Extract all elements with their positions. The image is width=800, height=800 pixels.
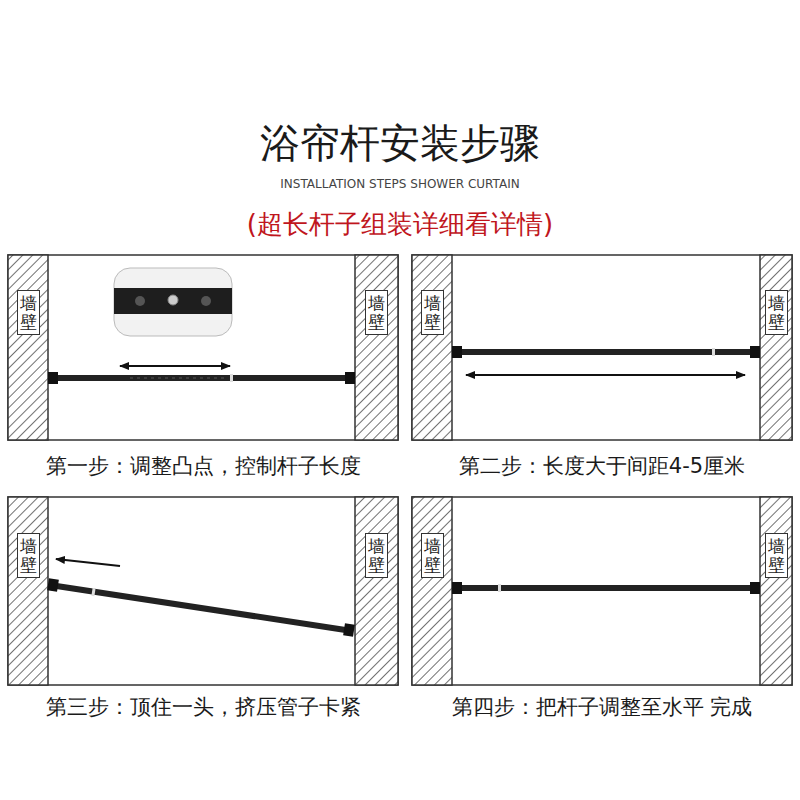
wall-text: 墙壁 [424,537,441,574]
wall-label: 墙壁 [765,290,788,335]
wall-text: 墙壁 [768,294,785,331]
step-caption: 第三步：顶住一头，挤压管子卡紧 [46,693,361,721]
detail-inset [114,268,232,336]
wall-label: 墙壁 [365,533,388,578]
rod [47,578,355,636]
push-arrow [56,559,120,566]
wall-text: 墙壁 [20,294,37,331]
wall-label: 墙壁 [765,533,788,578]
wall-text: 墙壁 [424,294,441,331]
wall-label: 墙壁 [17,290,40,335]
title: 浴帘杆安装步骤 [260,116,540,171]
wall-label: 墙壁 [17,533,40,578]
wall-label: 墙壁 [421,290,444,335]
rod [452,582,760,594]
step-caption: 第二步：长度大于间距4-5厘米 [459,452,745,480]
wall-text: 墙壁 [368,537,385,574]
wall-text: 墙壁 [368,294,385,331]
step-caption: 第一步：调整凸点，控制杆子长度 [46,452,361,480]
wall-text: 墙壁 [768,537,785,574]
wall-label: 墙壁 [421,533,444,578]
wall-text: 墙壁 [20,537,37,574]
note: (超长杆子组装详细看详情) [247,207,553,242]
rod [452,346,760,358]
wall-label: 墙壁 [365,290,388,335]
rod [48,372,355,384]
wall-hatch [8,255,792,685]
adjust-arrow [120,365,230,367]
subtitle: INSTALLATION STEPS SHOWER CURTAIN [280,177,519,191]
step-caption: 第四步：把杆子调整至水平 完成 [452,693,753,721]
length-arrow [466,374,745,376]
panel-frame [8,255,792,685]
